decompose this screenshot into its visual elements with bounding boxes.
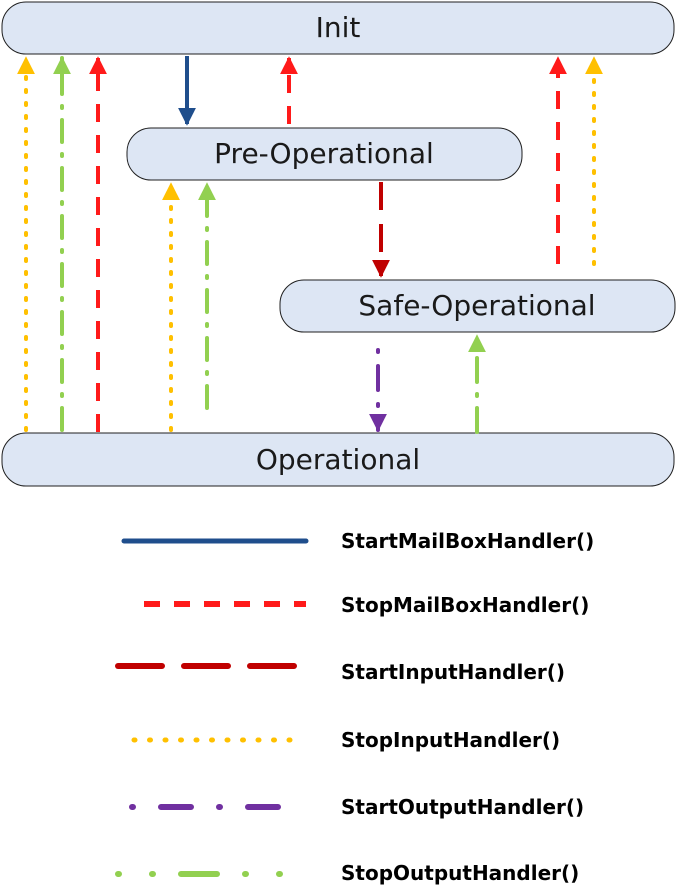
legend-item-stop-input: StopInputHandler() — [131, 728, 560, 752]
state-init: Init — [1, 1, 675, 55]
legend-item-start-input: StartInputHandler() — [115, 660, 565, 684]
state-operational-label: Operational — [256, 443, 420, 476]
legend-label-stop-input: StopInputHandler() — [341, 728, 560, 752]
legend-label-start-input: StartInputHandler() — [341, 660, 565, 684]
state-pre-operational: Pre-Operational — [126, 127, 523, 181]
legend-item-stop-output: StopOutputHandler() — [115, 861, 579, 885]
legend-label-stop-output: StopOutputHandler() — [341, 861, 579, 885]
state-safe-operational-label: Safe-Operational — [358, 289, 595, 322]
legend-label-start-mailbox: StartMailBoxHandler() — [341, 529, 594, 553]
state-init-label: Init — [316, 11, 361, 44]
state-safe-operational: Safe-Operational — [279, 279, 676, 333]
state-operational: Operational — [1, 432, 675, 487]
legend-item-start-mailbox: StartMailBoxHandler() — [121, 529, 594, 553]
state-pre-operational-label: Pre-Operational — [214, 137, 434, 170]
legend-item-start-output: StartOutputHandler() — [129, 795, 584, 819]
legend: StartMailBoxHandler() StopMailBoxHandler… — [115, 529, 594, 885]
legend-item-stop-mailbox: StopMailBoxHandler() — [144, 593, 589, 617]
legend-label-stop-mailbox: StopMailBoxHandler() — [341, 593, 589, 617]
legend-label-start-output: StartOutputHandler() — [341, 795, 584, 819]
